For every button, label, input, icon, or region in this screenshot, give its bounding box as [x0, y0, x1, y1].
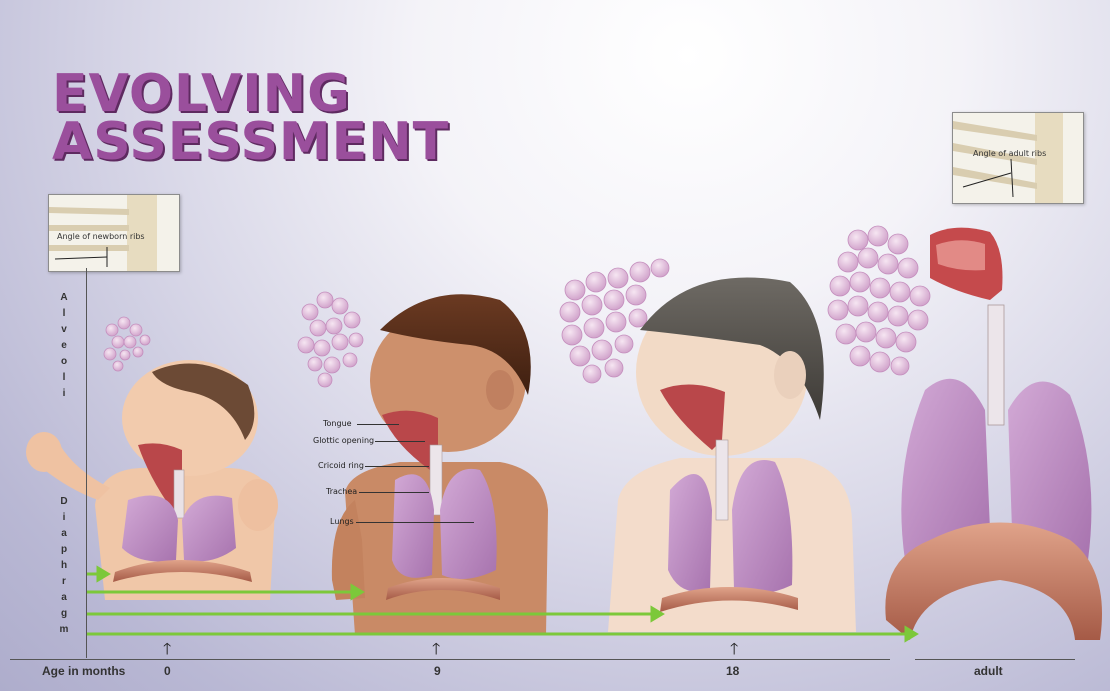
age-axis-label: Age in months [42, 664, 125, 678]
alveoli-adult [828, 226, 930, 375]
cricoid-ring-label: Cricoid ring [318, 461, 364, 470]
adult-ribs-drawing [953, 113, 1083, 203]
trachea-label: Trachea [326, 487, 357, 496]
tick-18-arrow: 🡑 [730, 642, 738, 658]
tick-18-label: 18 [726, 664, 739, 678]
lungs-label: Lungs [330, 517, 354, 526]
alveoli-9-months [298, 292, 363, 387]
alveoli-axis-label: A l v e o l i [58, 290, 70, 402]
alveoli-newborn [104, 317, 150, 371]
adult-ribs-inset: Angle of adult ribs [952, 112, 1084, 204]
tick-9-arrow: 🡑 [432, 642, 440, 658]
adult-label: adult [974, 664, 1003, 678]
lungs-leader [356, 522, 474, 523]
toddler-9-months-figure [332, 294, 548, 635]
vertical-axis-line [86, 268, 87, 658]
child-18-months-figure [608, 277, 856, 632]
newborn-ribs-caption: Angle of newborn ribs [57, 232, 145, 241]
adult-ribs-caption: Angle of adult ribs [973, 149, 1046, 158]
tick-9-label: 9 [434, 664, 441, 678]
adult-axis-line [915, 659, 1075, 660]
diaphragm-axis-label: D i a p h r a g m [58, 494, 70, 638]
glottic-opening-leader [375, 441, 425, 442]
trachea-leader [359, 492, 429, 493]
tick-0-label: 0 [164, 664, 171, 678]
newborn-ribs-inset: Angle of newborn ribs [48, 194, 180, 272]
age-axis-line [10, 659, 890, 660]
tick-0-arrow: 🡑 [163, 642, 171, 658]
tongue-label: Tongue [323, 419, 352, 428]
glottic-opening-label: Glottic opening [313, 436, 374, 445]
cricoid-ring-leader [365, 466, 429, 467]
tongue-leader [357, 424, 399, 425]
